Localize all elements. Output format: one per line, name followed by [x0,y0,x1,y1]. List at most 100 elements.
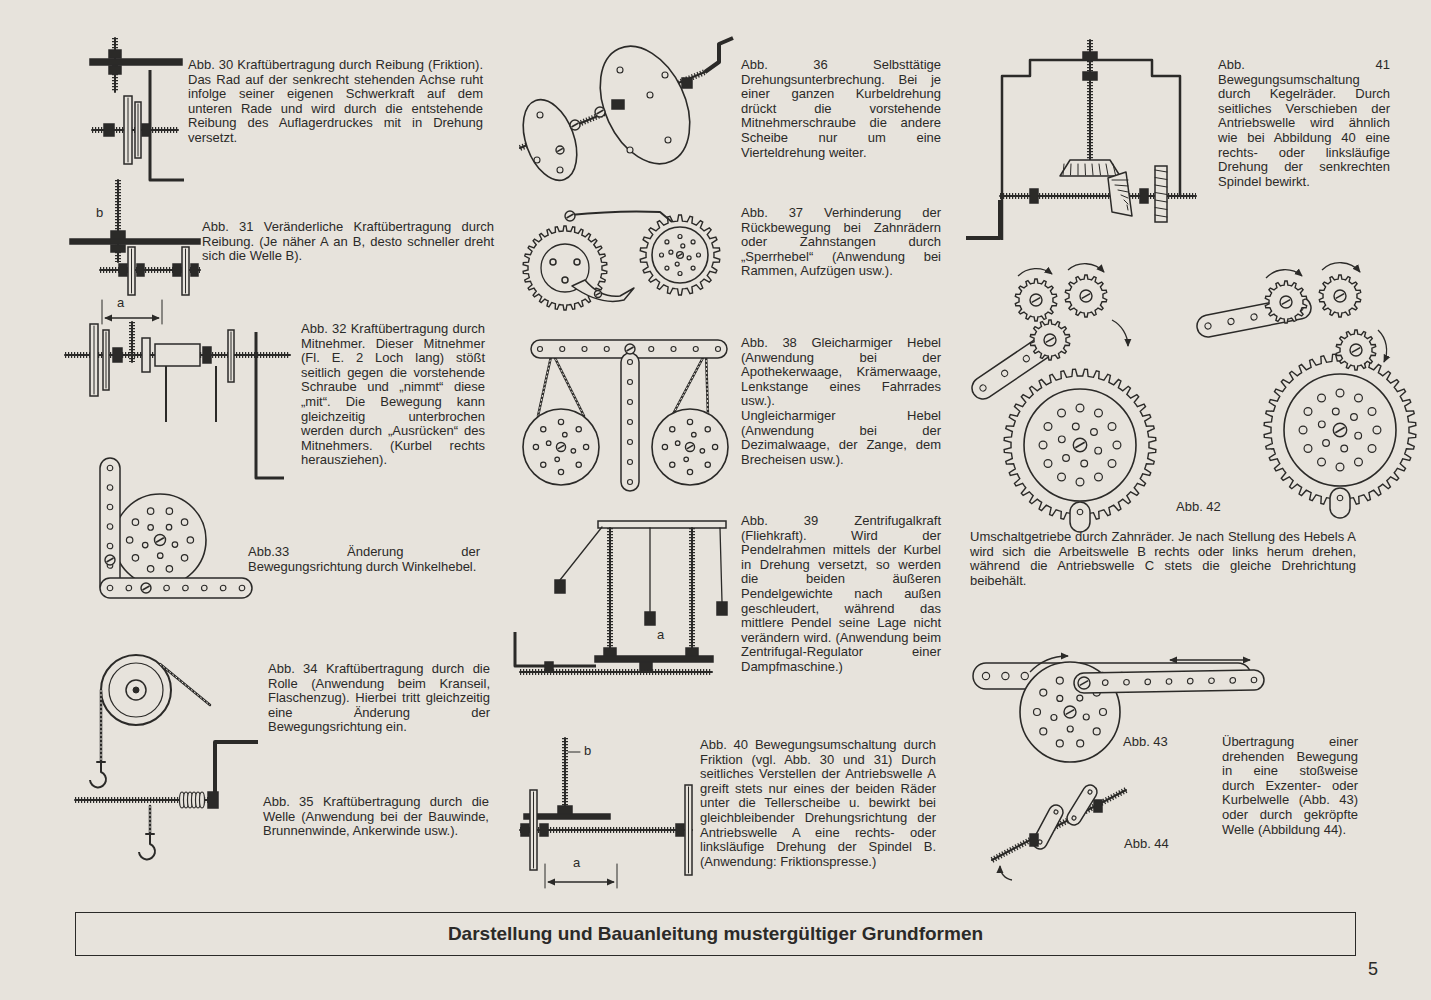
hole [1251,677,1257,683]
hole [533,444,538,449]
hole [1072,423,1079,430]
screw-head [556,442,565,451]
disc [114,494,206,586]
hole [1337,495,1343,501]
dimension-letter: b [584,744,591,759]
rod [162,300,163,324]
plate [70,239,200,244]
gear [1336,330,1375,370]
hole [627,419,632,424]
motion-arrow [1018,269,1052,276]
motion-arrow [1322,263,1360,272]
rod [649,528,650,612]
hole [1373,426,1381,434]
screw-head [1044,334,1056,346]
wheel-edge [124,96,132,164]
hole [166,524,172,530]
hole [166,508,172,514]
screw-head [677,252,684,259]
rod [691,528,693,656]
hole [1081,460,1088,467]
hole [982,672,989,679]
nut [558,806,572,814]
hole [1102,680,1108,686]
hole [662,72,668,78]
screw-slot [1352,348,1360,353]
hole [1095,473,1103,481]
wheel-edge [530,790,537,870]
hole [670,427,675,432]
gear [1265,281,1306,323]
perforated-strip [100,578,252,598]
hole [1040,728,1047,735]
hole [1056,677,1063,684]
nut [1094,800,1102,812]
screw-slot [1032,298,1040,303]
rod [1063,164,1064,175]
hole [132,519,138,525]
screw-slot [1335,427,1344,432]
nut [676,824,684,836]
screw-slot [678,254,683,257]
bracket [150,70,184,180]
pawl [572,280,634,301]
page-number: 5 [1368,962,1378,977]
hole [1044,460,1052,468]
hole [1368,445,1376,453]
strip-body [1070,502,1090,532]
rod [609,528,611,656]
hole [979,384,988,393]
screw-head [685,442,694,451]
hole [239,585,245,591]
rod [1085,164,1087,175]
hole [574,259,580,265]
weight [645,612,655,625]
hole [558,419,563,424]
rod [128,98,129,162]
hole [107,465,113,471]
disc [1024,389,1136,501]
hole [1076,478,1084,486]
hole [712,444,717,449]
disc [513,92,587,187]
hole [1058,409,1066,417]
screw-head [1078,677,1090,689]
hole [1071,815,1076,820]
hole [627,147,633,153]
dimension-letter: a [117,296,124,311]
gear [1015,279,1056,321]
hole [1067,726,1073,732]
hole [1187,678,1193,684]
rope-twist [150,806,151,834]
hole [705,462,710,467]
screw-slot [107,558,114,562]
motion-arrow [1000,866,1012,880]
hole [546,441,551,446]
rod [160,664,210,705]
screw-slot [1282,300,1290,305]
hole [1002,672,1009,679]
gear [1065,275,1106,317]
perforated-strip [100,458,120,595]
banner-box: Darstellung und Bauanleitung mustergülti… [75,912,1356,956]
hole [541,462,546,467]
hole [107,504,113,510]
hole [662,444,667,449]
hole [1108,423,1116,431]
hole [1341,445,1348,452]
strip-body [621,353,639,491]
nut [1140,189,1148,203]
nut [137,264,144,276]
hole [1145,679,1151,685]
hole [1318,421,1325,428]
hole [583,444,588,449]
hole [700,449,705,454]
thread [992,790,1126,860]
hook [90,762,106,787]
bracket [256,332,284,478]
hole [1108,460,1116,468]
rod [688,787,689,873]
motion-arrow [1378,330,1387,362]
hole [1091,429,1098,436]
hole [675,441,680,446]
